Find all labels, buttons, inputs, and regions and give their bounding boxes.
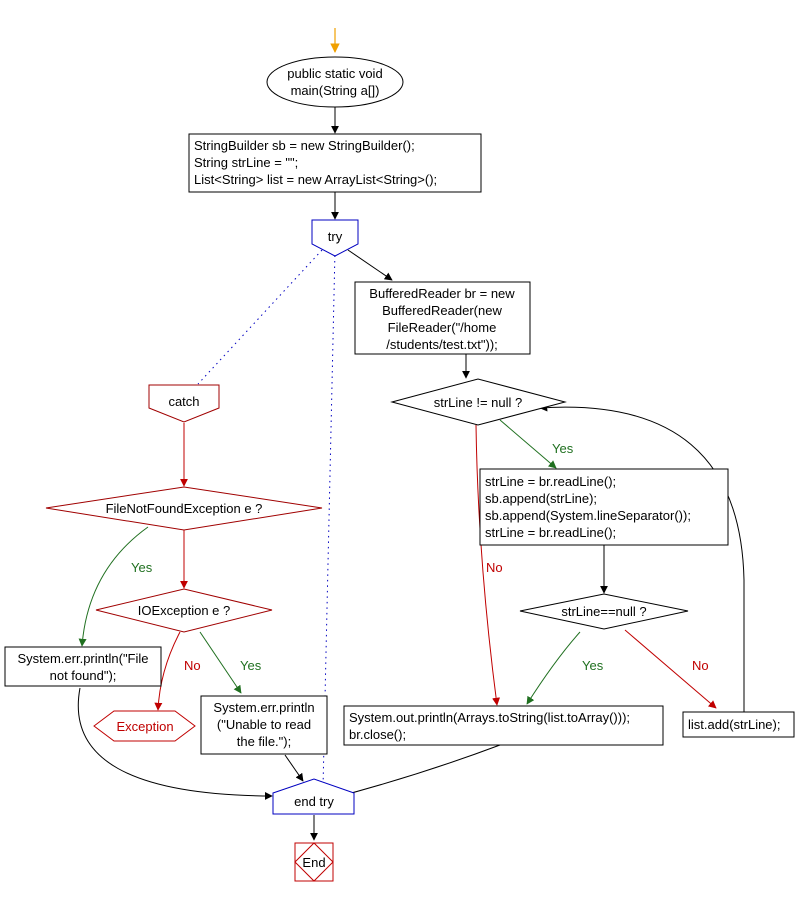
err-io-line-1: System.err.println <box>213 700 314 715</box>
yes-connector <box>78 526 149 647</box>
reader-line-4: /students/test.txt")); <box>386 337 498 352</box>
list-add-label: list.add(strLine); <box>688 717 780 732</box>
end-try-node: end try <box>272 778 355 815</box>
fnf-condition-label: FileNotFoundException e ? <box>106 501 263 516</box>
fnf-condition-diamond: FileNotFoundException e ? <box>45 486 323 531</box>
init-line-1: StringBuilder sb = new StringBuilder(); <box>194 138 415 153</box>
print-process-box: System.out.println(Arrays.toString(list.… <box>343 705 664 746</box>
no-connector <box>154 631 181 711</box>
exception-label: Exception <box>116 719 173 734</box>
start-line-2: main(String a[]) <box>291 83 380 98</box>
reader-line-1: BufferedReader br = new <box>369 286 515 301</box>
init-line-2: String strLine = ""; <box>194 155 298 170</box>
connector <box>77 687 273 800</box>
init-line-3: List<String> list = new ArrayList<String… <box>194 172 437 187</box>
yes-label: Yes <box>552 441 574 456</box>
catch-node: catch <box>148 384 220 423</box>
err-fnf-line-2: not found"); <box>50 668 117 683</box>
yes-connector <box>526 631 581 705</box>
io-condition-diamond: IOException e ? <box>95 588 273 633</box>
loop-line-1: strLine = br.readLine(); <box>485 474 616 489</box>
reader-line-2: BufferedReader(new <box>382 303 502 318</box>
null-condition-label: strLine==null ? <box>561 604 646 619</box>
end-try-label: end try <box>294 794 334 809</box>
loop-condition-label: strLine != null ? <box>434 395 523 410</box>
loop-line-4: strLine = br.readLine(); <box>485 525 616 540</box>
connector <box>347 249 393 281</box>
catch-label: catch <box>168 394 199 409</box>
dotted-connector <box>197 249 323 385</box>
no-connector <box>475 424 501 706</box>
no-label: No <box>486 560 503 575</box>
exception-node: Exception <box>93 710 196 742</box>
yes-label: Yes <box>582 658 604 673</box>
loop-body-box: strLine = br.readLine(); sb.append(strLi… <box>479 468 729 546</box>
reader-process-box: BufferedReader br = new BufferedReader(n… <box>354 281 531 355</box>
print-line-2: br.close(); <box>349 727 406 742</box>
err-fnf-box: System.err.println("File not found"); <box>4 646 162 687</box>
err-io-line-2: ("Unable to read <box>217 717 311 732</box>
no-connector <box>624 629 717 709</box>
try-node: try <box>311 219 359 257</box>
err-io-box: System.err.println ("Unable to read the … <box>200 695 328 755</box>
print-line-1: System.out.println(Arrays.toString(list.… <box>349 710 630 725</box>
connector <box>284 754 304 782</box>
null-condition-diamond: strLine==null ? <box>519 593 689 630</box>
init-process-box: StringBuilder sb = new StringBuilder(); … <box>188 133 482 193</box>
err-fnf-line-1: System.err.println("File <box>17 651 148 666</box>
connector <box>332 744 501 801</box>
yes-connector <box>499 419 557 469</box>
end-label: End <box>302 855 325 870</box>
io-condition-label: IOException e ? <box>138 603 231 618</box>
err-io-line-3: the file."); <box>237 734 291 749</box>
no-label: No <box>692 658 709 673</box>
yes-label: Yes <box>240 658 262 673</box>
yes-connector <box>199 631 242 694</box>
list-add-box: list.add(strLine); <box>682 711 795 738</box>
no-label: No <box>184 658 201 673</box>
start-line-1: public static void <box>287 66 382 81</box>
try-label: try <box>328 229 343 244</box>
loop-condition-diamond: strLine != null ? <box>390 378 567 426</box>
loop-line-2: sb.append(strLine); <box>485 491 597 506</box>
start-node: public static void main(String a[]) <box>266 56 404 108</box>
end-node: End <box>294 842 334 882</box>
loop-line-3: sb.append(System.lineSeparator()); <box>485 508 691 523</box>
reader-line-3: FileReader("/home <box>388 320 497 335</box>
loop-back-connector <box>539 403 745 712</box>
yes-label: Yes <box>131 560 153 575</box>
